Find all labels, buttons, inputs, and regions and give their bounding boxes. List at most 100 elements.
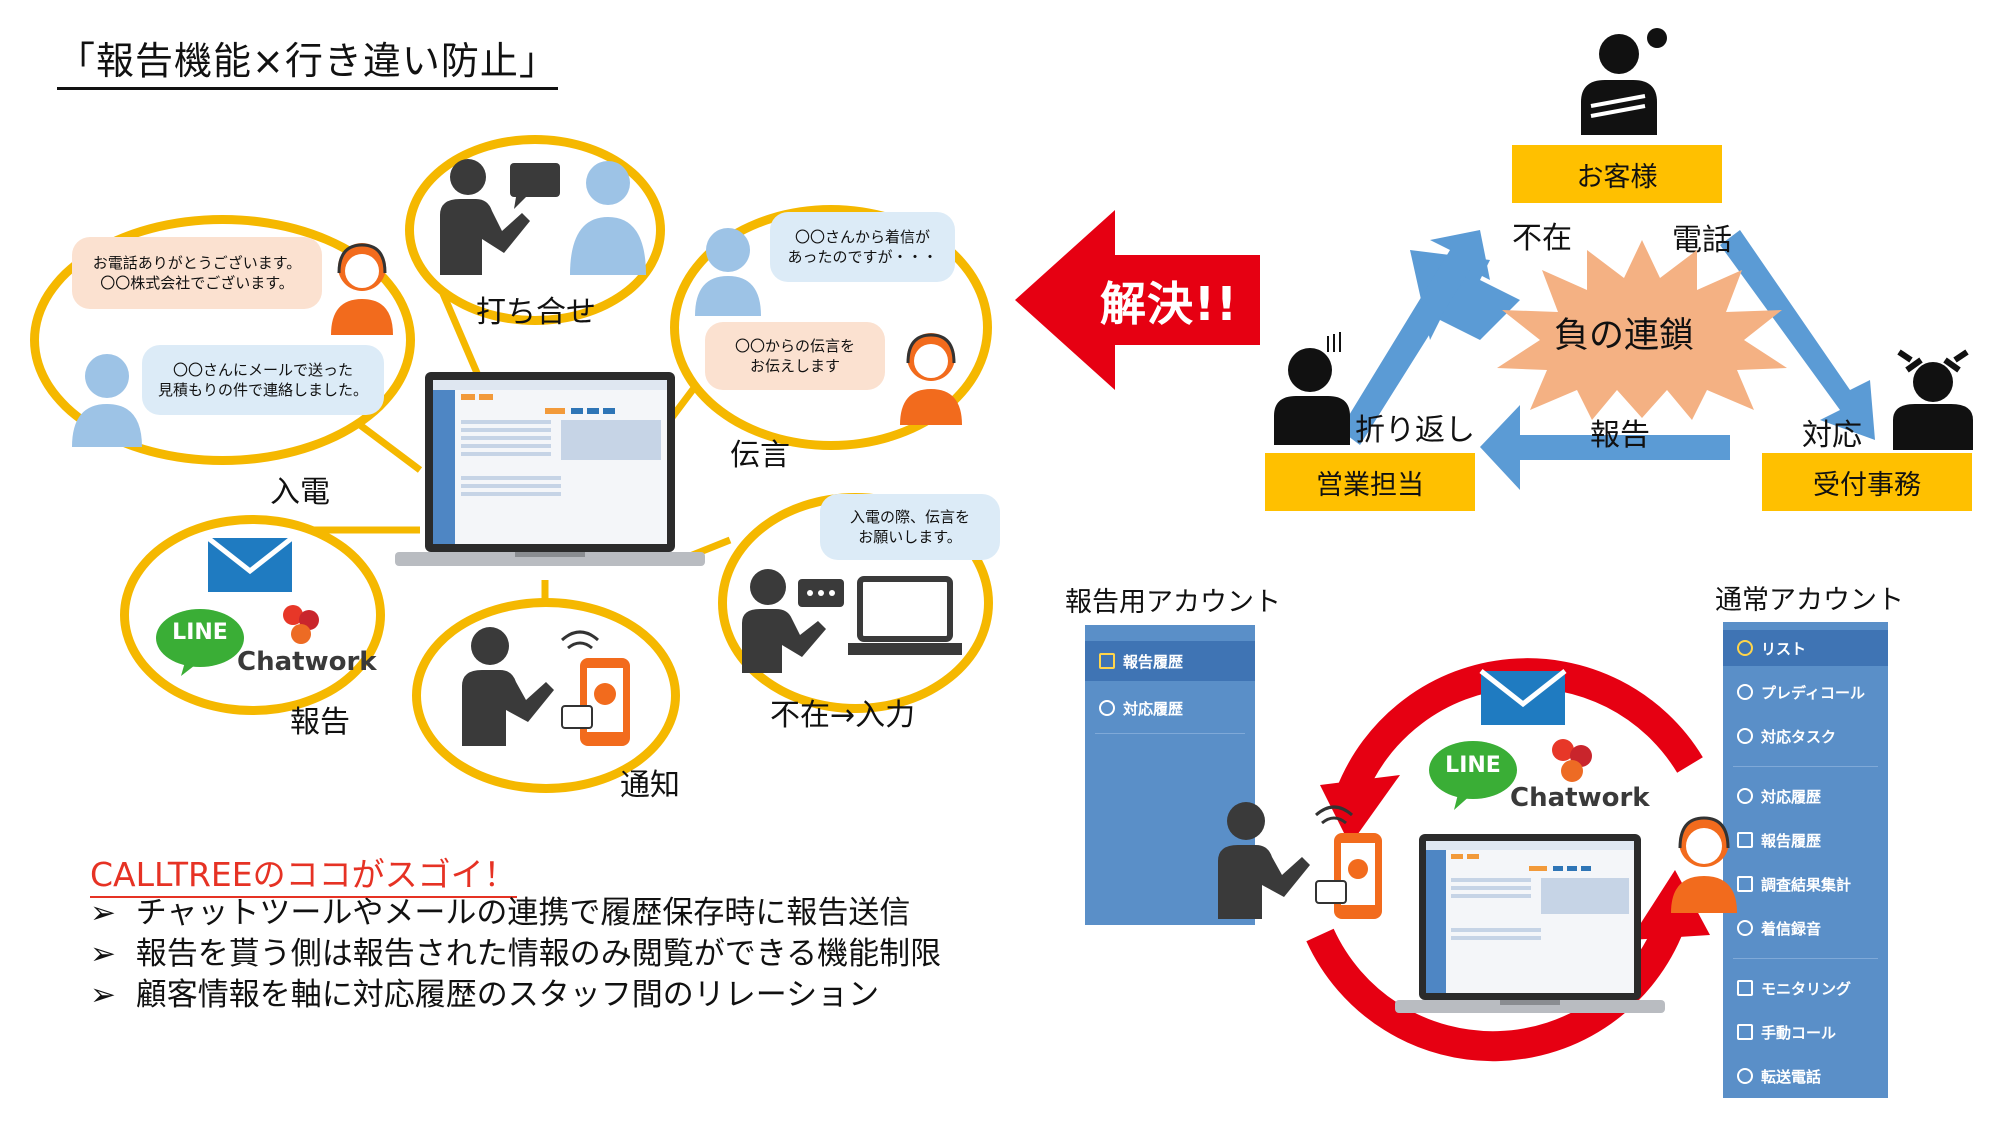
bullet-icon: ➢ [90,936,116,972]
negative-chain-burst [1497,240,1787,420]
sidebar-item-label: 対応履歴 [1761,787,1822,806]
cycle-center-label: 負の連鎖 [1554,316,1695,356]
sidebar-item-report-history[interactable]: 報告履歴 [1085,641,1255,681]
task-icon [1737,728,1753,744]
red-arrow-left [1015,210,1260,390]
sidebar-item-report-history[interactable]: 報告履歴 [1723,822,1888,858]
list-item: ➢ 報告を貰う側は報告された情報のみ閲覧ができる機能制限 [90,934,941,975]
cycle-label-callback: 折り返し [1355,413,1475,448]
speech-email-contact: 〇〇さんにメールで送った 見積もりの件で連絡しました。 [142,345,384,415]
laptop-screen-icon [395,372,705,566]
record-icon [1737,920,1753,936]
monitoring-icon [1737,980,1753,996]
bubble-label-meeting: 打ち合せ [476,295,596,330]
laptop-screen-icon [1395,834,1665,1013]
sidebar-item-task[interactable]: 対応タスク [1723,718,1888,754]
sidebar-divider [1095,733,1245,734]
sidebar-item-label: モニタリング [1761,979,1852,998]
normal-account-heading: 通常アカウント [1715,585,1904,616]
desk-worker-icon [742,569,962,673]
bullet-icon: ➢ [90,977,116,1013]
features-heading: CALLTREEのココがスゴイ！ [90,848,517,898]
sidebar-item-monitoring[interactable]: モニタリング [1723,970,1888,1006]
feature-text: 報告を貰う側は報告された情報のみ閲覧ができる機能制限 [135,936,942,972]
sidebar-item-label: 転送電話 [1761,1067,1822,1086]
report-account-heading: 報告用アカウント [1065,587,1281,618]
sidebar-item-label: 報告履歴 [1123,652,1184,671]
sidebar-item-history[interactable]: 対応履歴 [1085,688,1255,728]
line-logo-icon [156,609,244,676]
sidebar-item-label: 調査結果集計 [1761,875,1852,894]
sidebar-divider [1733,766,1878,767]
caller-person-icon [72,354,142,447]
notify-icon [462,627,630,746]
list-item: ➢ 顧客情報を軸に対応履歴のスタッフ間のリレーション [90,975,941,1016]
list-item: ➢ チャットツールやメールの連携で履歴保存時に報告送信 [90,893,941,934]
bubble-label-absent-input: 不在→入力 [770,698,916,733]
line-logo-text: LINE [1445,753,1501,778]
sidebar-item-record[interactable]: 着信録音 [1723,910,1888,946]
arrow-text-solved: 解決!! [1100,277,1238,331]
page-title: 「報告機能×行き違い防止」 [57,30,558,90]
cycle-arrows [1340,230,1875,490]
cycle-label-report: 報告 [1590,418,1650,453]
bullet-icon: ➢ [90,895,116,931]
dialpad-icon [1737,1024,1753,1040]
customer-person-icon [1581,28,1667,135]
report-history-icon [1737,832,1753,848]
sidebar-item-label: 対応タスク [1761,727,1837,746]
transfer-icon [1737,1068,1753,1084]
report-history-icon [1099,653,1115,669]
label-office: 受付事務 [1762,453,1972,511]
sidebar-item-label: 手動コール [1761,1023,1837,1042]
speech-request-message: 入電の際、伝言を お願いします。 [820,494,1000,560]
speech-greeting: お電話ありがとうございます。 〇〇株式会社でございます。 [72,237,322,309]
line-logo-text: LINE [172,620,228,645]
sidebar-item-label: 報告履歴 [1761,831,1822,850]
staff-person-icon [695,228,761,316]
cycle-label-phone: 電話 [1672,223,1732,258]
bubble-label-notify: 通知 [620,768,680,803]
sidebar-item-label: 対応履歴 [1123,699,1184,718]
sidebar-item-predictive-call[interactable]: プレディコール [1723,674,1888,710]
sidebar-item-label: リスト [1761,639,1807,658]
mail-icon [206,536,294,592]
chatwork-logo-icon [1552,739,1592,782]
sidebar-divider [1733,958,1878,959]
bubble-label-message: 伝言 [730,438,790,473]
label-customer: お客様 [1512,145,1722,203]
office-person-icon [1893,349,1973,450]
notify-icon [1218,802,1382,919]
mail-icon [1479,669,1567,725]
cycle-label-respond: 対応 [1802,418,1862,453]
survey-icon [1737,876,1753,892]
sidebar-item-transfer[interactable]: 転送電話 [1723,1058,1888,1094]
operator-icon [331,243,393,335]
feature-text: チャットツールやメールの連携で履歴保存時に報告送信 [135,895,911,931]
sidebar-item-label: 着信録音 [1761,919,1822,938]
feature-text: 顧客情報を軸に対応履歴のスタッフ間のリレーション [135,977,880,1013]
sidebar-item-survey[interactable]: 調査結果集計 [1723,866,1888,902]
bubble-label-report: 報告 [290,705,350,740]
cycle-label-absent: 不在 [1512,221,1572,256]
sidebar-item-label: プレディコール [1761,683,1865,702]
operator-icon [900,333,962,425]
sidebar-item-manual-call[interactable]: 手動コール [1723,1014,1888,1050]
history-icon [1737,788,1753,804]
speech-message-from: 〇〇からの伝言を お伝えします [705,322,885,390]
features-list: ➢ チャットツールやメールの連携で履歴保存時に報告送信 ➢ 報告を貰う側は報告さ… [90,893,941,1016]
sales-person-icon [1274,332,1350,445]
sidebar-item-list[interactable]: リスト [1723,630,1888,666]
chatwork-logo-text: Chatwork [1510,783,1650,813]
headset-icon [1737,640,1753,656]
line-logo-icon [1429,741,1517,810]
operator-icon [1671,816,1737,913]
history-icon [1099,700,1115,716]
normal-account-sidebar: リスト プレディコール 対応タスク 対応履歴 報告履歴 調査結果集計 着信録音 … [1723,622,1888,1098]
label-sales: 営業担当 [1265,453,1475,511]
headset-icon [1737,684,1753,700]
speech-call-from: 〇〇さんから着信が あったのですが・・・ [770,212,955,282]
sidebar-item-history[interactable]: 対応履歴 [1723,778,1888,814]
chatwork-logo-icon [283,605,319,644]
bubble-label-incoming: 入電 [270,475,330,510]
